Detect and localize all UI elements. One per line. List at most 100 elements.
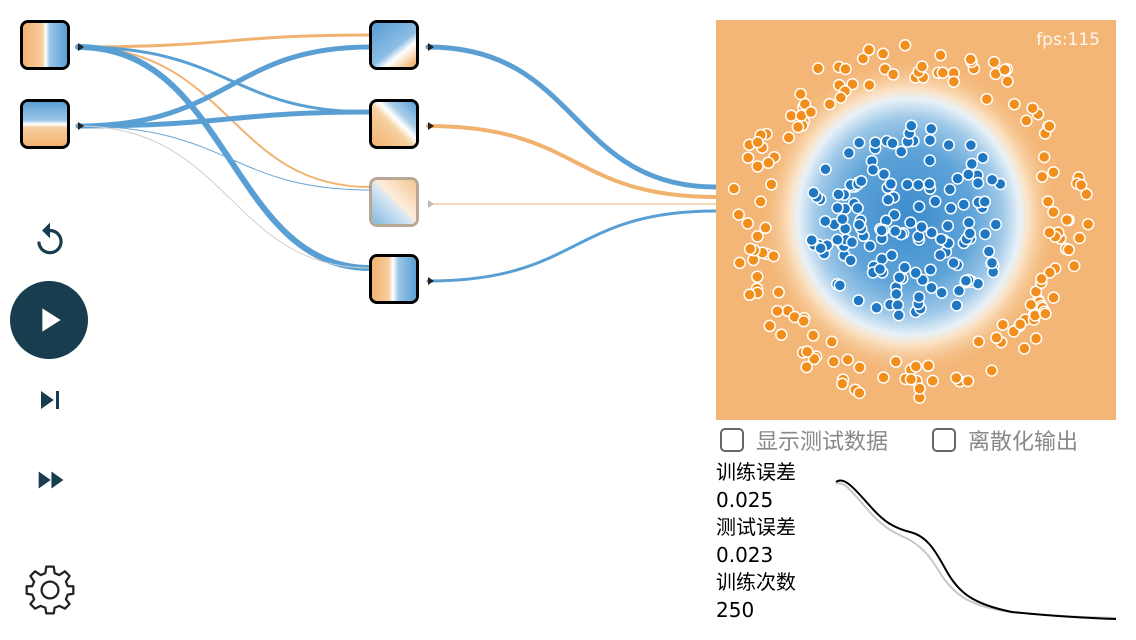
blue-data-point: [890, 287, 903, 301]
blue-data-point: [928, 195, 942, 208]
orange-data-point: [1043, 119, 1056, 133]
input-x2-node[interactable]: [20, 99, 70, 149]
blue-data-point: [944, 202, 958, 215]
blue-data-point: [892, 309, 906, 322]
link-x1-h4[interactable]: [75, 44, 373, 271]
blue-data-point: [881, 193, 895, 207]
reset-button[interactable]: [30, 220, 70, 260]
link-x2-h4[interactable]: [77, 125, 371, 269]
blue-data-point: [924, 263, 937, 277]
blue-data-point: [951, 172, 964, 185]
orange-data-point: [998, 63, 1012, 77]
orange-data-point: [741, 151, 755, 164]
orange-data-point: [898, 39, 912, 52]
link-x2-h3[interactable]: [77, 125, 371, 191]
blue-data-point: [941, 219, 955, 233]
orange-data-point: [794, 87, 807, 101]
orange-data-point: [876, 47, 890, 61]
orange-data-point: [1013, 318, 1027, 331]
link-x1-h1[interactable]: [76, 33, 372, 49]
orange-data-point: [751, 160, 764, 173]
blue-data-point: [884, 177, 898, 191]
blue-data-point: [915, 220, 928, 234]
orange-data-point: [1001, 75, 1014, 88]
orange-data-point: [741, 217, 754, 230]
input-x1-node[interactable]: [20, 20, 70, 70]
blue-data-point: [905, 119, 918, 133]
blue-data-point: [976, 151, 990, 164]
output-heatmap[interactable]: fps:115: [716, 20, 1116, 420]
blue-data-point: [901, 178, 914, 191]
blue-data-point: [842, 146, 856, 160]
blue-data-point: [924, 122, 938, 136]
link-h4-out[interactable]: [426, 209, 718, 283]
play-button[interactable]: [10, 281, 88, 359]
blue-data-point: [971, 176, 985, 190]
blue-data-point: [877, 167, 891, 181]
checkbox-box[interactable]: [932, 428, 956, 452]
blue-data-point: [818, 214, 832, 228]
blue-data-point: [831, 233, 844, 247]
node-heatmap: [372, 102, 416, 146]
blue-data-point: [852, 294, 865, 307]
fast-forward-button[interactable]: [30, 460, 70, 500]
step-forward-button[interactable]: [30, 380, 70, 420]
orange-data-point: [839, 62, 852, 76]
blue-data-point: [965, 157, 979, 171]
blue-data-point: [952, 284, 966, 298]
orange-data-point: [751, 230, 764, 243]
blue-data-point: [933, 248, 947, 262]
orange-data-point: [1035, 272, 1048, 286]
show-test-data-checkbox[interactable]: 显示测试数据: [720, 425, 888, 455]
link-h1-out[interactable]: [425, 44, 719, 190]
orange-data-point: [1024, 298, 1038, 311]
blue-data-point: [950, 299, 963, 312]
orange-data-point: [950, 371, 963, 385]
hidden-node-1[interactable]: [369, 20, 419, 70]
discretize-output-checkbox[interactable]: 离散化输出: [932, 425, 1078, 455]
orange-data-point: [784, 109, 798, 123]
checkbox-box[interactable]: [720, 428, 744, 452]
settings-button[interactable]: [20, 560, 80, 620]
play-icon: [42, 308, 61, 332]
blue-data-point: [935, 286, 948, 299]
blue-data-point: [891, 298, 905, 312]
orange-data-point: [800, 360, 813, 374]
blue-data-point: [832, 188, 845, 201]
blue-data-point: [863, 239, 877, 253]
orange-data-point: [889, 355, 903, 368]
orange-data-point: [763, 319, 776, 333]
fast-forward-icon: [38, 471, 64, 489]
reset-icon: [37, 222, 63, 255]
blue-data-point: [819, 163, 832, 176]
blue-data-point: [947, 256, 960, 270]
hidden-node-2[interactable]: [369, 99, 419, 149]
orange-data-point: [926, 374, 939, 388]
link-x1-h2[interactable]: [76, 45, 372, 114]
blue-data-point: [925, 281, 938, 294]
blue-data-point: [885, 249, 899, 262]
blue-data-point: [886, 137, 899, 150]
decision-boundary-plot: [716, 20, 1116, 420]
orange-data-point: [985, 364, 998, 377]
orange-data-point: [1060, 213, 1074, 227]
orange-data-point: [846, 77, 859, 91]
training-loss-label: 训练误差: [716, 460, 796, 484]
orange-data-point: [801, 345, 814, 358]
orange-data-point: [922, 359, 935, 372]
link-x2-h2[interactable]: [75, 109, 373, 129]
hidden-node-4[interactable]: [369, 254, 419, 304]
blue-data-point: [959, 274, 973, 288]
orange-data-point: [961, 374, 975, 388]
orange-data-point: [732, 208, 745, 221]
blue-data-point: [866, 163, 880, 177]
test-loss-curve: [835, 482, 1117, 619]
orange-data-point: [1067, 259, 1081, 273]
link-h2-out[interactable]: [426, 124, 718, 199]
hidden-node-3[interactable]: [369, 177, 419, 227]
loss-curve-chart: [835, 479, 1117, 620]
blue-data-point: [943, 183, 957, 196]
orange-data-point: [936, 66, 950, 79]
link-x2-h1[interactable]: [75, 44, 373, 129]
blue-data-point: [893, 271, 906, 284]
